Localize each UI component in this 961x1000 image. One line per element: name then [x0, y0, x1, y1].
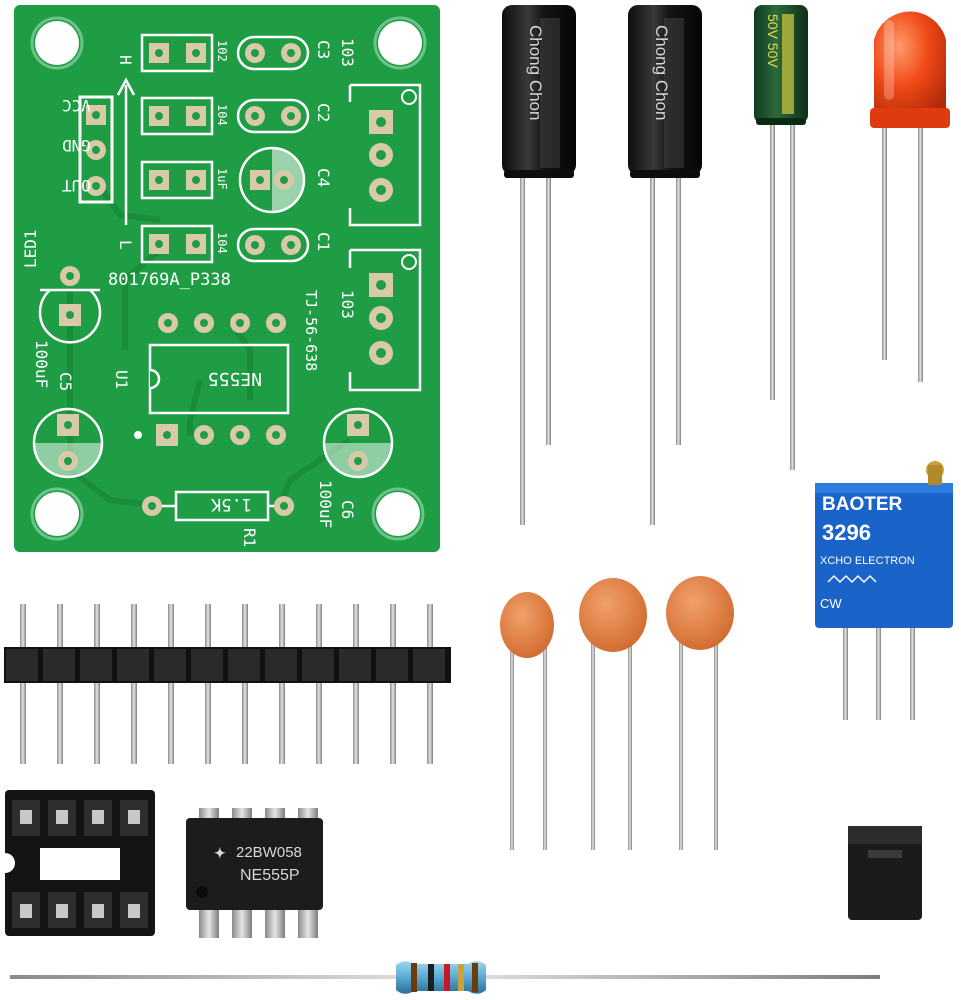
chip-code: 22BW058	[236, 844, 302, 861]
ic-footprint-label: NE555	[208, 368, 262, 389]
c6-footprint	[322, 407, 394, 479]
jumper-footprints	[140, 33, 214, 264]
electrolytic-capacitor-2: Chong Chon	[628, 5, 702, 525]
ic-socket-8pin	[5, 790, 155, 936]
trimmer-model: 3296	[822, 520, 871, 545]
trimmer-potentiometer: BAOTER 3296 XCHO ELECTRON CW	[815, 461, 953, 720]
cap-value-104b: 104	[215, 232, 229, 254]
pin-header-strip	[4, 604, 451, 764]
h-l-arrow	[116, 77, 136, 225]
pot-footprint-upper	[348, 83, 422, 227]
pcb-board: VCC GND OUT LED1 H L 102	[14, 5, 440, 552]
l-label: L	[116, 240, 135, 250]
pot-upper-value: 103	[338, 38, 357, 67]
board-code: 801769A_P338	[108, 270, 231, 290]
cap-1-brand: Chong Chon	[526, 25, 545, 120]
chip-logo-icon: ✦	[214, 845, 226, 861]
resistor-1-5k	[10, 961, 880, 994]
cap-value-102: 102	[215, 40, 229, 62]
pin-label-gnd: GND	[62, 136, 91, 155]
led1-footprint	[38, 266, 102, 344]
c6-value: 100uF	[316, 480, 335, 528]
ceramic-capacitor-3	[666, 576, 734, 850]
c3-label: C3	[314, 40, 333, 59]
led-ref-label: LED1	[21, 229, 40, 268]
trimmer-cw: CW	[820, 596, 842, 611]
trimmer-maker: XCHO ELECTRON	[820, 555, 915, 567]
trimmer-brand: BAOTER	[822, 494, 903, 515]
h-label: H	[116, 55, 135, 65]
c5-value: 100uF	[32, 340, 51, 388]
ref-code: TJ-56-638	[302, 290, 320, 371]
ic-footprint	[134, 313, 290, 446]
small-cap-rating: 50V 50V	[765, 14, 781, 68]
chip-part: NE555P	[240, 867, 300, 884]
c6-label: C6	[338, 500, 357, 519]
r1-label: R1	[240, 528, 259, 547]
c4-label: C4	[314, 168, 333, 187]
c5-label: C5	[56, 372, 75, 391]
r1-value: 1.5K	[210, 494, 252, 514]
ceramic-cap-footprints	[236, 35, 310, 263]
ceramic-capacitor-2	[579, 578, 647, 850]
c2-label: C2	[314, 103, 333, 122]
electrolytic-capacitor-1: Chong Chon	[502, 5, 576, 525]
mounting-hole	[30, 16, 427, 541]
pin-label-vcc: VCC	[62, 96, 91, 115]
cap-value-104: 104	[215, 104, 229, 126]
output-header-footprint	[78, 95, 114, 204]
electrolytic-capacitor-small: 50V 50V	[754, 5, 808, 470]
cap-2-brand: Chong Chon	[652, 25, 671, 120]
c1-label: C1	[314, 232, 333, 251]
c4-footprint	[238, 146, 306, 214]
red-led	[870, 11, 950, 382]
jumper-cap	[848, 826, 922, 920]
r1-footprint	[142, 490, 294, 522]
pot-footprint-lower	[348, 248, 422, 392]
c5-footprint	[32, 407, 104, 479]
c4-value: 1uF	[215, 168, 229, 190]
u1-label: U1	[112, 370, 131, 389]
pin-label-out: OUT	[62, 176, 91, 195]
ceramic-capacitor-1	[500, 592, 554, 850]
pot-lower-value: 103	[338, 290, 357, 319]
ne555-chip: ✦ 22BW058 NE555P	[186, 808, 323, 938]
